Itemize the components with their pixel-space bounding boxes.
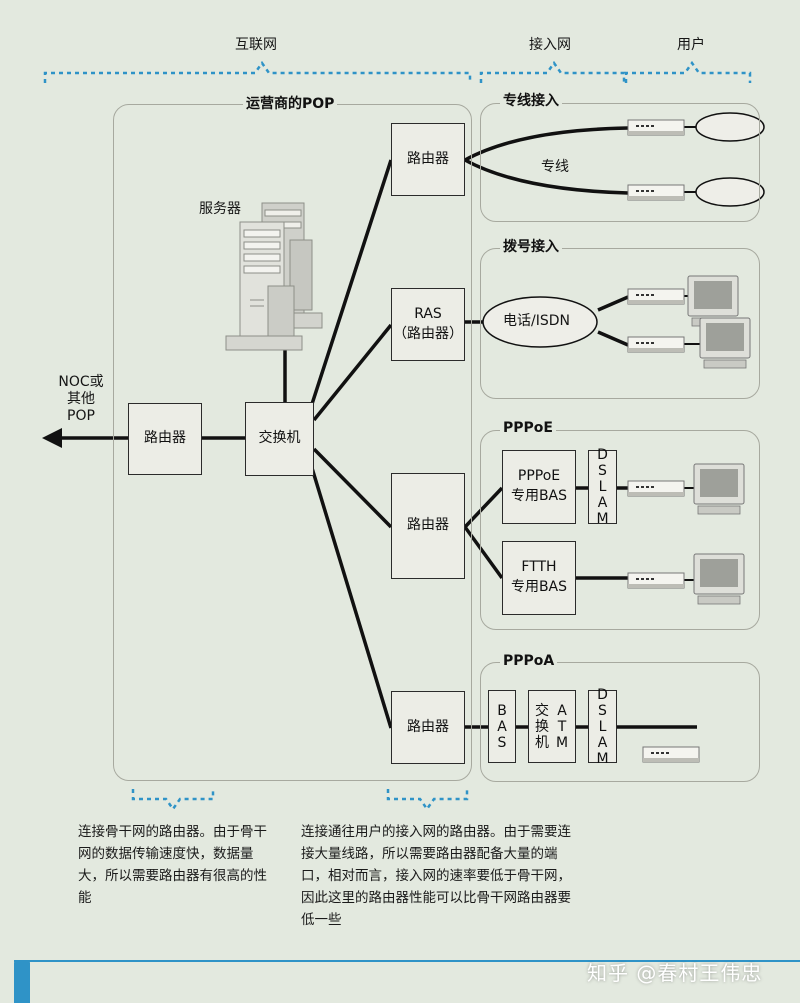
watermark: 知乎 @春村王伟忠: [587, 961, 763, 985]
user-bracket: [624, 60, 752, 83]
ftth-label: FTTH: [521, 559, 557, 576]
server-icon: [225, 202, 323, 351]
dialup-region: [480, 248, 760, 399]
user-label: 用户: [677, 37, 705, 53]
ftth-sub-label: 专用BAS: [510, 579, 568, 595]
accent-rule: [14, 960, 800, 962]
pppoa-atm-label: ATM: [555, 702, 569, 751]
ftth-bas-box: FTTH 专用BAS: [502, 541, 576, 615]
arrow-left-icon: [42, 428, 62, 448]
leased-line-1: [464, 126, 629, 162]
dialup-title: 拨号接入: [500, 239, 562, 256]
ras-box: RAS （路由器）: [391, 288, 465, 361]
switch-leased-router-link: [310, 159, 393, 405]
pppoa-title: PPPoA: [500, 653, 558, 670]
ras-label: RAS: [414, 305, 442, 322]
accent-bar: [14, 960, 30, 1003]
pppoe-bas-box: PPPoE 专用BAS: [502, 450, 576, 524]
phone-modem-link-1: [597, 295, 629, 312]
pppoa-atm-switch-box: 交换机 ATM: [528, 690, 576, 763]
pppoa-dslam-label: DSLAM: [596, 686, 609, 767]
pppoe-title: PPPoE: [500, 420, 556, 437]
customer-network-1: [695, 112, 765, 142]
pppoe-region: [480, 430, 760, 630]
pppoa-bas-label: BAS: [497, 702, 507, 751]
pppoa-bas-box: BAS: [488, 690, 516, 763]
pop-title: 运营商的POP: [243, 96, 338, 113]
backbone-router-box: 路由器: [128, 403, 202, 475]
access-network-label: 接入网: [529, 37, 571, 53]
pppoe-bas-label: PPPoE: [517, 468, 561, 485]
backbone-note-bracket: [131, 789, 215, 812]
access-router-note: 连接通往用户的接入网的路由器。由于需要连接大量线路，所以需要路由器配备大量的端口…: [301, 824, 571, 928]
leased-region: [480, 103, 760, 222]
pppoe-dslam-label: DSLAM: [596, 447, 609, 527]
pppoe-bas-sub-label: 专用BAS: [510, 488, 568, 504]
switch-ras-link: [312, 323, 393, 422]
switch-pppoe-router-link: [312, 447, 393, 529]
switch-pppoa-router-link: [310, 467, 393, 729]
pppoe-dslam-box: DSLAM: [588, 447, 617, 527]
pppoa-region: [480, 662, 760, 782]
leased-line-label: 专线: [541, 159, 569, 175]
pppoa-router-box: 路由器: [391, 691, 465, 764]
pppoe-router-box: 路由器: [391, 473, 465, 579]
customer-network-2: [695, 177, 765, 207]
phone-modem-link-2: [597, 330, 629, 347]
ras-sub-label: （路由器）: [393, 325, 463, 342]
switch-box: 交换机: [245, 402, 314, 476]
backbone-router-note: 连接骨干网的路由器。由于骨干网的数据传输速度快，数据量大，所以需要路由器有很高的…: [78, 824, 267, 906]
server-label: 服务器: [199, 201, 241, 217]
phone-isdn-label: 电话/ISDN: [503, 313, 570, 329]
pppoa-switch-label: 交换机: [535, 702, 549, 751]
leased-title: 专线接入: [500, 93, 562, 110]
leased-line-2: [464, 158, 629, 195]
access-bracket: [479, 60, 626, 83]
access-note-bracket: [386, 789, 469, 812]
internet-label: 互联网: [235, 37, 277, 53]
noc-label-line1: NOC或: [58, 374, 104, 390]
leased-router-box: 路由器: [391, 123, 465, 196]
internet-bracket: [43, 60, 472, 83]
pppoa-dslam-box: DSLAM: [588, 687, 617, 767]
noc-label-line2: 其他: [67, 391, 95, 407]
phone-isdn-network: [482, 296, 598, 348]
noc-label-line3: POP: [67, 408, 95, 424]
noc-label: NOC或 其他 POP: [50, 374, 112, 425]
